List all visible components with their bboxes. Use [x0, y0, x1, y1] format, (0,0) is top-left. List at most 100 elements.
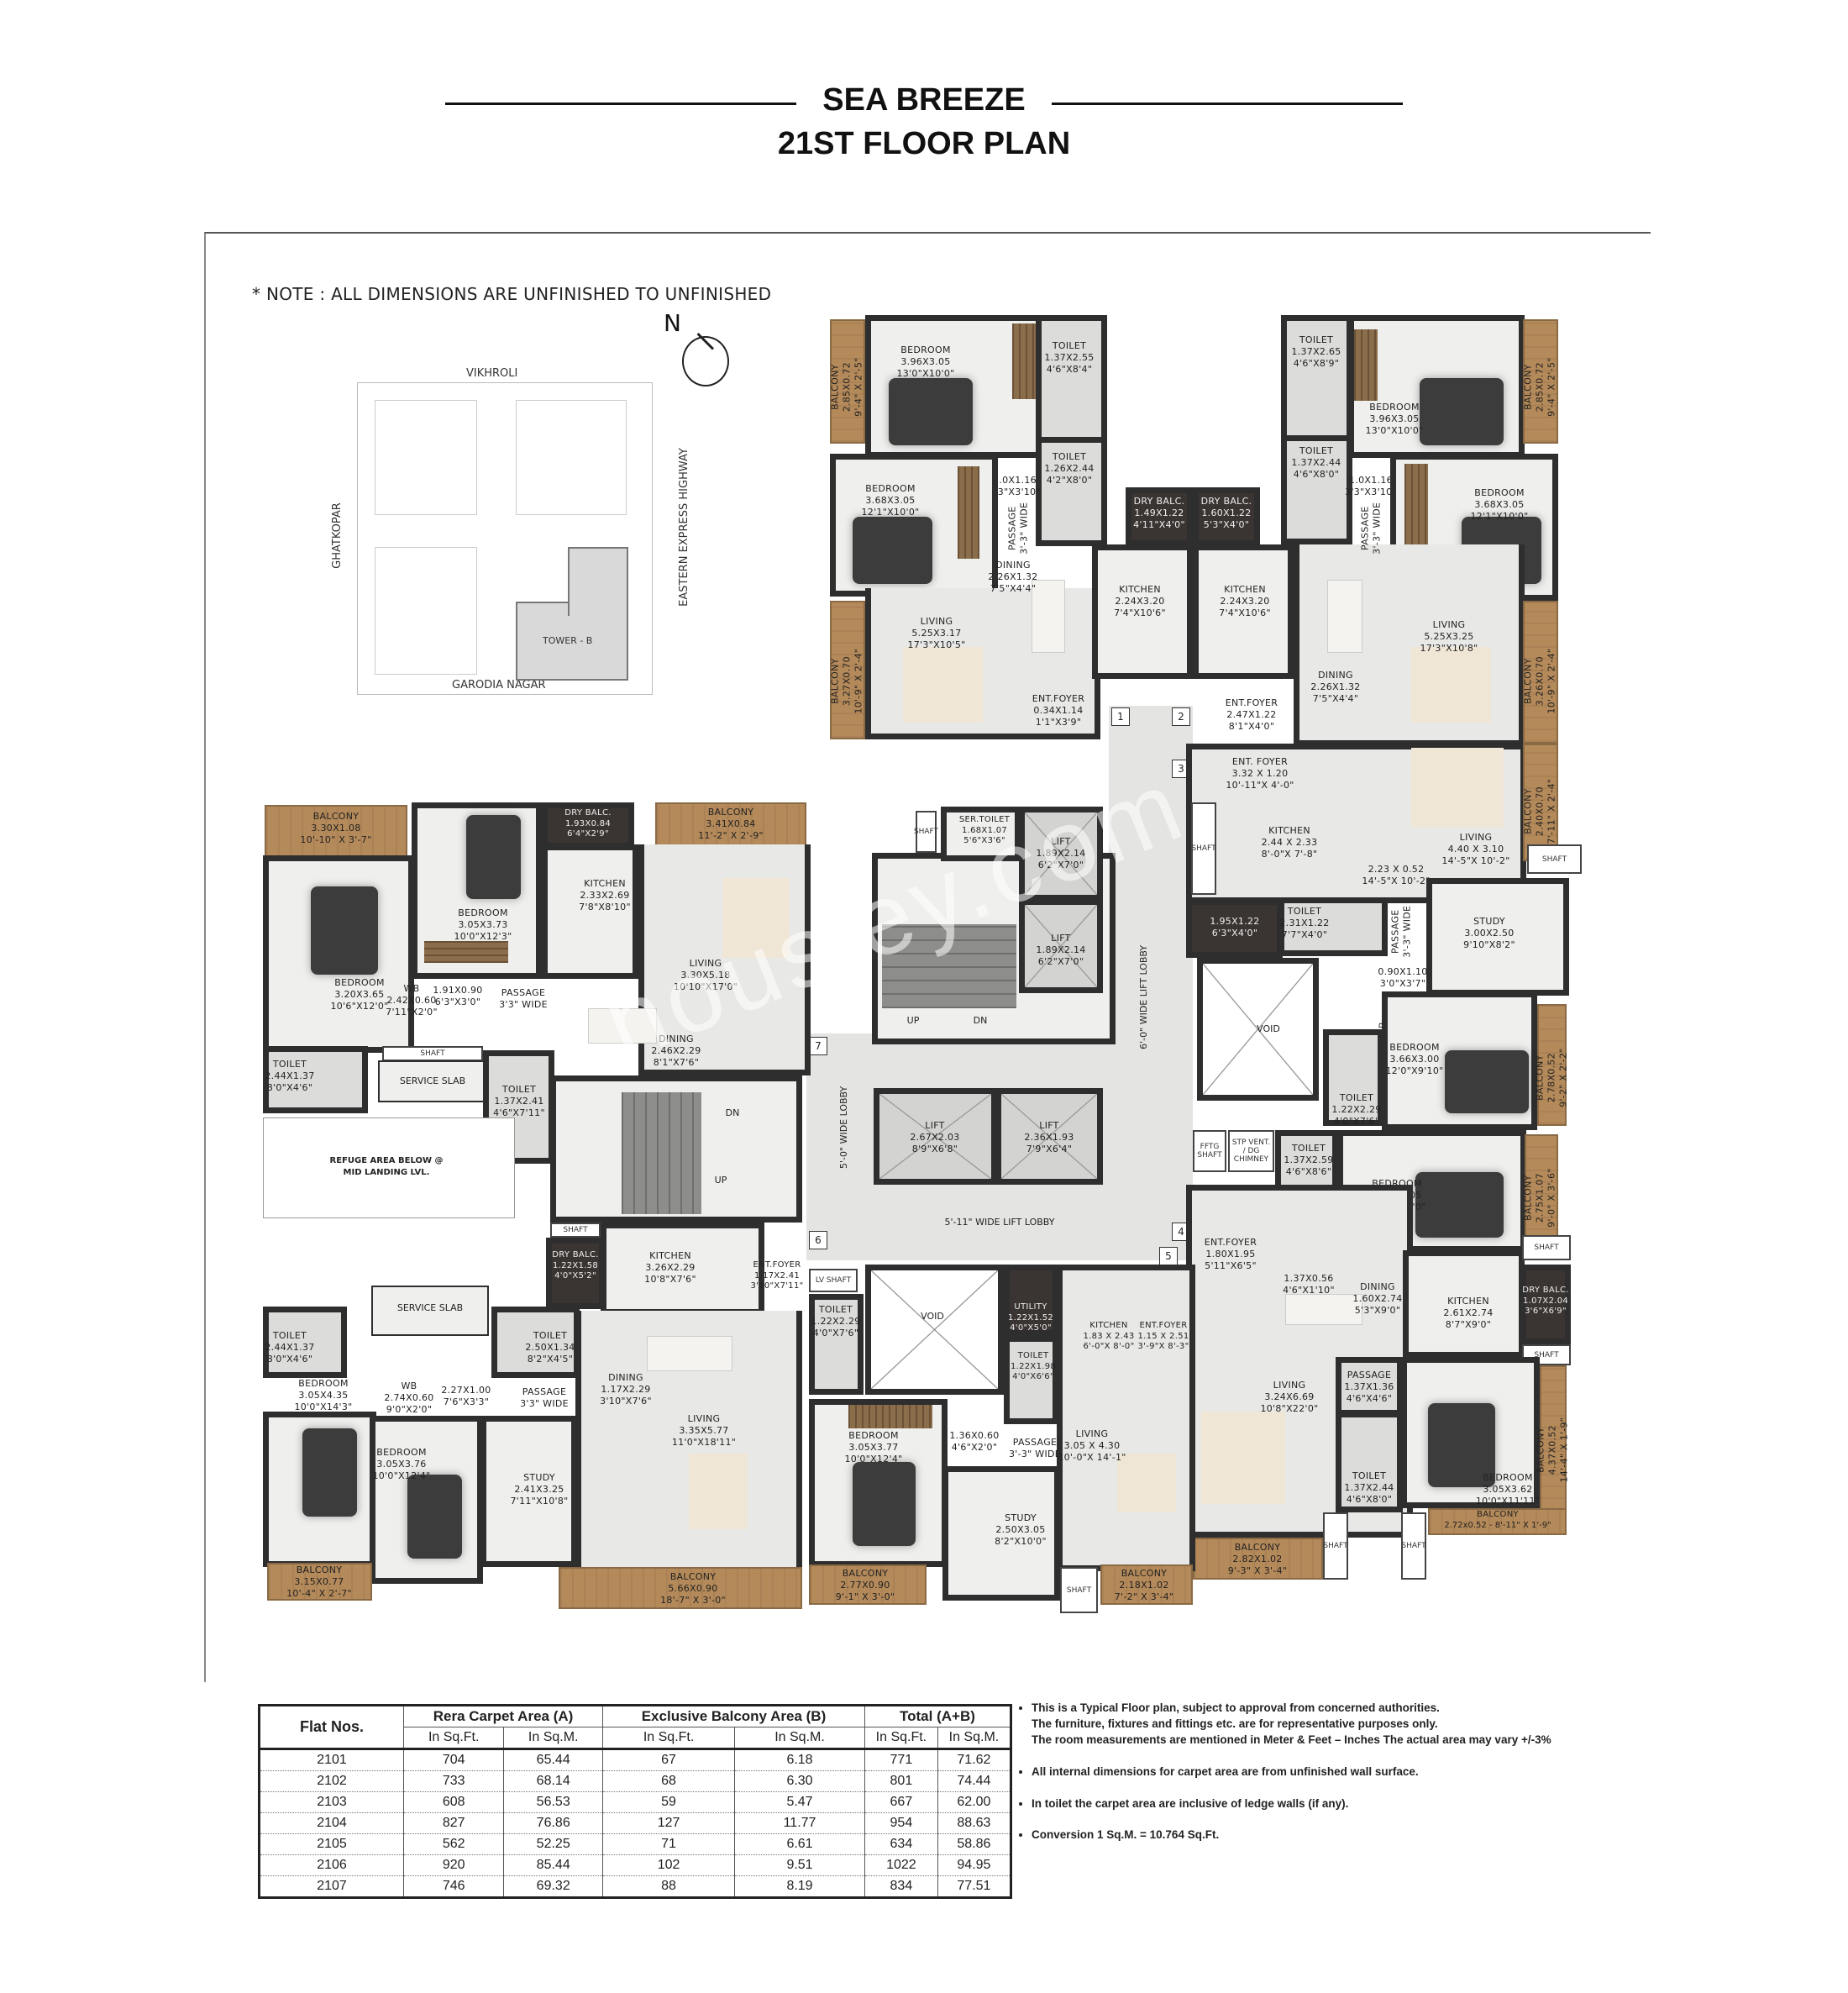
flat-marker-2: 2: [1172, 707, 1190, 726]
bed: [889, 378, 973, 445]
service-slab-label: SERVICE SLAB: [396, 1302, 464, 1313]
shaft: SHAFT: [550, 1223, 601, 1238]
balcony: [830, 319, 865, 444]
cell: 562: [402, 1833, 505, 1855]
key-plan-east: EASTERN EXPRESS HIGHWAY: [677, 448, 690, 607]
shaft: SHAFT: [914, 811, 938, 853]
note-line: In toilet the carpet area are inclusive …: [1032, 1796, 1349, 1810]
kitchen: [542, 844, 638, 979]
wardrobe: [1012, 323, 1036, 399]
rug: [722, 878, 790, 958]
cell: 58.86: [937, 1833, 1012, 1855]
cell: 88.63: [937, 1812, 1012, 1834]
bed: [407, 1475, 462, 1559]
note-item: Conversion 1 Sq.M. = 10.764 Sq.Ft.: [1032, 1827, 1673, 1843]
bed: [1415, 1172, 1504, 1238]
toilet: [1004, 1336, 1058, 1424]
cell: 8.19: [734, 1875, 865, 1898]
stair-up-label: UP: [906, 1015, 920, 1026]
note-line: All internal dimensions for carpet area …: [1032, 1764, 1419, 1778]
tower-b-label: TOWER - B: [543, 635, 593, 646]
flat-marker-7: 7: [809, 1037, 827, 1055]
balcony: [265, 805, 407, 857]
lobby-5-11-label: 5'-11" WIDE LIFT LOBBY: [944, 1217, 1055, 1228]
sub-sqm: In Sq.M.: [937, 1727, 1012, 1749]
stair2-dn-label: DN: [725, 1107, 740, 1118]
tower-outline: [375, 400, 477, 515]
page-title: SEA BREEZE: [822, 82, 1026, 118]
balcony: [1100, 1564, 1193, 1605]
dry-balcony: [1193, 487, 1260, 546]
page-subtitle: 21ST FLOOR PLAN: [777, 126, 1071, 161]
balcony: [809, 1564, 927, 1605]
cell: 733: [402, 1770, 505, 1792]
shaft: SHAFT: [1522, 1235, 1571, 1260]
study: [1426, 878, 1569, 996]
bed: [1428, 1403, 1495, 1487]
key-plan-north: VIKHROLI: [466, 367, 518, 380]
key-plan-south: GARODIA NAGAR: [452, 679, 546, 692]
balcony: [559, 1567, 802, 1609]
note-item: In toilet the carpet area are inclusive …: [1032, 1796, 1673, 1812]
note-line: Conversion 1 Sq.M. = 10.764 Sq.Ft.: [1032, 1828, 1220, 1842]
refuge-label: REFUGE AREA BELOW @ MID LANDING LVL.: [329, 1156, 444, 1177]
cell: 746: [402, 1875, 505, 1898]
rug: [1411, 748, 1504, 828]
cell: 71.62: [937, 1748, 1012, 1771]
flat-marker-1: 1: [1111, 707, 1130, 726]
kitchen: [1193, 544, 1294, 679]
cell-flat: 2106: [259, 1854, 404, 1876]
dining-table: [1327, 580, 1362, 653]
wardrobe: [1404, 464, 1428, 556]
bed: [302, 1428, 357, 1517]
cell: 62.00: [937, 1791, 1012, 1813]
cell: 74.44: [937, 1770, 1012, 1792]
col-carpet-area: Rera Carpet Area (A): [402, 1705, 604, 1727]
rug: [1201, 1412, 1285, 1504]
cell: 6.30: [734, 1770, 865, 1792]
staircase: [622, 1092, 701, 1214]
fftg-shaft: FFTG SHAFT: [1193, 1130, 1226, 1172]
cell: 88: [602, 1875, 736, 1898]
cell-flat: 2101: [259, 1748, 404, 1771]
cell: 76.86: [503, 1812, 604, 1834]
bed: [466, 815, 521, 899]
toilet: [491, 1307, 580, 1378]
service-slab: [371, 1286, 489, 1336]
cell: 9.51: [734, 1854, 865, 1876]
cell: 11.77: [734, 1812, 865, 1834]
